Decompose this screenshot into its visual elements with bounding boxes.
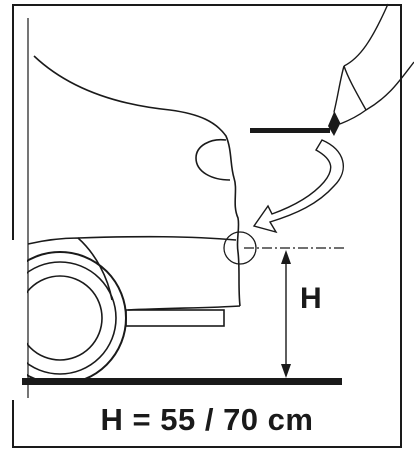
car-body-outline <box>33 55 241 307</box>
diagram-frame <box>12 4 402 448</box>
marker-pen-icon <box>250 3 414 136</box>
curved-arrow-icon <box>252 139 344 234</box>
height-symbol: H <box>300 282 322 315</box>
dimension-arrow <box>281 250 291 378</box>
bumper-outline <box>77 235 241 311</box>
wheel-arch <box>27 237 113 301</box>
ground-line <box>22 378 342 385</box>
height-value-text: H = 55 / 70 cm <box>100 402 314 437</box>
bumper-trim <box>125 309 225 327</box>
measure-point-circle <box>223 231 257 265</box>
tail-light <box>195 138 231 181</box>
